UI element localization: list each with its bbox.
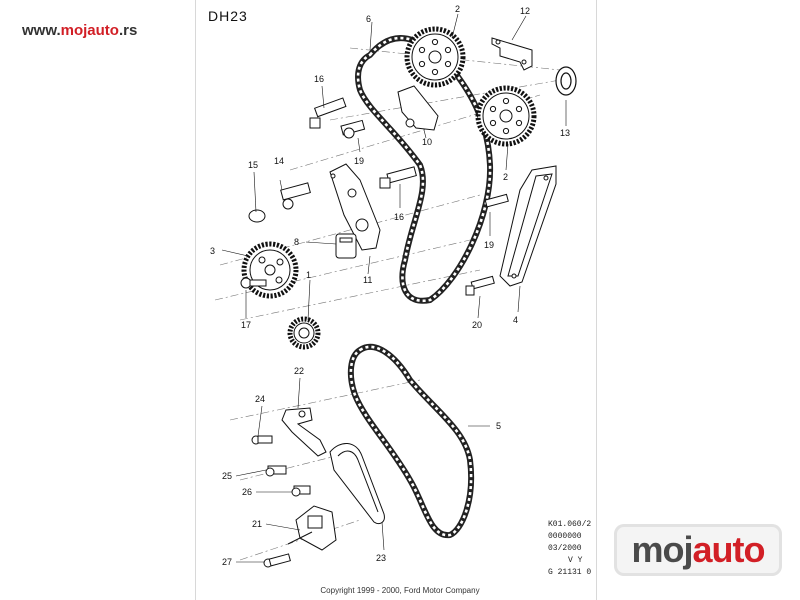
callout-24: 24 (255, 394, 265, 404)
ref-code-line-3: 03/2000 (548, 544, 582, 553)
site-url-suffix: .rs (118, 22, 138, 39)
ref-code-line-1: K01.060/2 (548, 520, 592, 529)
chain-guide-fixed (499, 165, 557, 287)
diagram-sheet (195, 0, 597, 600)
sprocket-3 (241, 241, 299, 299)
callout-16b: 16 (394, 212, 404, 222)
bolts (309, 97, 509, 296)
callout-10: 10 (422, 137, 432, 147)
camshaft-sprocket-upper (404, 26, 466, 88)
callout-4: 6 (366, 14, 371, 24)
callout-20: 20 (472, 320, 482, 330)
callout-19b: 19 (484, 240, 494, 250)
site-url-brand: mojauto (60, 22, 119, 39)
lower-chain-guide (329, 443, 385, 525)
chain-guide-top (397, 85, 439, 131)
copyright-notice: Copyright 1999 - 2000, Ford Motor Compan… (320, 586, 480, 595)
ref-code-line-5: G 21131 0 (548, 568, 592, 577)
leader-lines (221, 13, 567, 563)
pin-and-clip (248, 182, 311, 223)
site-url[interactable]: www.mojauto.rs (22, 22, 137, 39)
seal-ring (555, 66, 577, 96)
callout-5: 5 (496, 421, 501, 431)
camshaft-sprocket-lower (475, 85, 537, 147)
callout-13: 13 (560, 128, 570, 138)
callout-2a: 2 (455, 4, 460, 14)
logo-part-moj: moj (631, 529, 693, 570)
callout-15: 15 (248, 160, 258, 170)
callout-numbers: 6 2 12 13 16 19 10 2 16 14 15 8 19 11 3 … (210, 4, 570, 567)
callout-3: 3 (210, 246, 215, 256)
lower-bolts (251, 435, 311, 568)
callout-25: 25 (222, 471, 232, 481)
diagram-title: DH23 (208, 8, 248, 24)
callout-11: 4 (513, 315, 518, 325)
tensioner-plunger (335, 233, 357, 259)
callout-23: 23 (376, 553, 386, 563)
site-url-prefix: www. (22, 22, 61, 39)
callout-2b: 2 (503, 172, 508, 182)
callout-21: 21 (252, 519, 262, 529)
crankshaft-sprocket (287, 316, 321, 350)
callout-22: 22 (294, 366, 304, 376)
ref-code-line-2: 0000000 (548, 532, 582, 541)
callout-12: 12 (520, 6, 530, 16)
callout-17: 17 (241, 320, 251, 330)
callout-19a: 19 (354, 156, 364, 166)
logo-part-auto: auto (692, 529, 766, 570)
callout-1: 1 (306, 270, 311, 280)
ref-code-line-4: V Y (568, 556, 583, 565)
callout-26: 26 (242, 487, 252, 497)
lower-tensioner-arm (281, 407, 327, 457)
tensioner-arm (329, 163, 381, 251)
callout-6: 11 (363, 275, 372, 285)
callout-16a: 16 (314, 74, 324, 84)
callout-27: 27 (222, 557, 232, 567)
lower-tensioner-body (287, 505, 337, 551)
callout-14: 14 (274, 156, 284, 166)
bolt-17 (240, 277, 267, 289)
callout-8: 8 (294, 237, 299, 247)
bracket-part (491, 37, 533, 71)
